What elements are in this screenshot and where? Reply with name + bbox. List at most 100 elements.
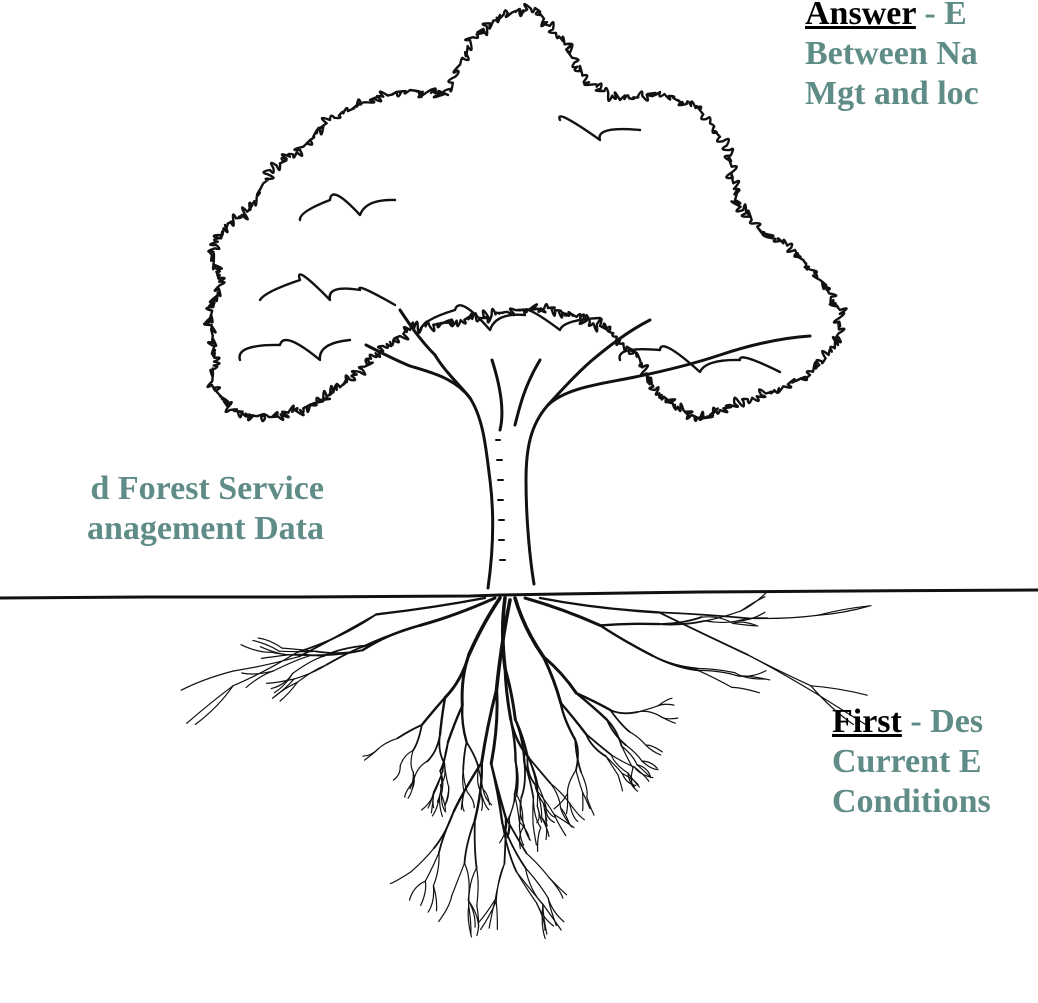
root-segment <box>377 737 399 750</box>
root-segment <box>810 685 854 726</box>
root-segment <box>466 791 475 809</box>
root-segment <box>494 598 512 691</box>
root-segment <box>438 696 447 736</box>
root-segment <box>194 685 234 725</box>
root-segment <box>451 862 466 897</box>
root-segment <box>506 794 516 822</box>
root-segment <box>629 731 647 746</box>
root-segment <box>810 685 868 696</box>
root-segment <box>467 899 480 928</box>
root-segment <box>536 790 543 819</box>
canopy-scribble <box>258 273 397 307</box>
root-segment <box>503 666 513 722</box>
root-segment <box>438 895 453 923</box>
root-segment <box>430 793 435 814</box>
root-segment <box>621 745 634 769</box>
root-segment <box>559 701 577 741</box>
canopy-outline <box>202 2 848 423</box>
root-segment <box>627 772 639 792</box>
root-segment <box>293 664 328 680</box>
root-segment <box>541 655 563 705</box>
root-segment <box>525 852 550 879</box>
root-segment <box>541 817 550 838</box>
root-segment <box>606 718 623 747</box>
root-segment <box>399 749 414 767</box>
root-segment <box>536 790 555 815</box>
root-segment <box>392 765 401 781</box>
root-segment <box>658 611 751 620</box>
root-segment <box>732 621 759 627</box>
root-segment <box>410 749 414 773</box>
root-segment <box>452 761 483 813</box>
root-segment <box>566 769 577 795</box>
root-segment <box>186 685 234 724</box>
root-segment <box>489 687 499 765</box>
root-segment <box>476 867 479 907</box>
root-segment <box>271 678 295 699</box>
root-segment <box>314 649 364 654</box>
root-segment <box>696 667 736 674</box>
tree-canopy <box>202 2 848 423</box>
root-segment <box>609 709 631 733</box>
root-segment <box>565 793 569 815</box>
root-segment <box>617 774 624 792</box>
first-lead-rest: - Des <box>901 703 984 740</box>
root-segment <box>585 733 607 758</box>
root-segment <box>697 669 739 677</box>
root-segment <box>480 900 497 931</box>
first-step-label: First - Des Current E Conditions <box>832 702 991 822</box>
root-segment <box>532 797 534 826</box>
root-segment <box>272 654 312 672</box>
root-segment <box>553 813 575 829</box>
root-segment <box>641 760 658 769</box>
root-segment <box>241 670 275 675</box>
root-segment <box>550 782 562 809</box>
root-segment <box>748 614 818 620</box>
canopy-scribble <box>558 115 642 142</box>
root-segment <box>473 819 478 869</box>
root-segment <box>407 780 415 799</box>
root-segment <box>420 880 427 906</box>
ground-line <box>0 588 1038 600</box>
answer-lead-rest: - E <box>915 0 967 32</box>
root-segment <box>736 670 767 677</box>
root-segment <box>509 718 517 763</box>
root-segment <box>586 796 595 816</box>
root-segment <box>609 709 639 715</box>
root-segment <box>575 691 609 721</box>
canopy-scribble <box>238 338 352 362</box>
root-segment <box>490 762 504 825</box>
root-segment <box>636 764 651 777</box>
root-segment <box>375 596 487 616</box>
root-segment <box>413 760 428 782</box>
first-lead-word: First <box>832 703 902 740</box>
root-segment <box>260 654 289 659</box>
root-segment <box>610 754 629 774</box>
root-segment <box>501 822 518 873</box>
data-sources-label-line-1: d Forest Service <box>90 470 324 507</box>
root-segment <box>523 596 602 627</box>
root-segment <box>446 704 464 744</box>
root-segment <box>468 867 478 907</box>
root-segment <box>621 773 639 786</box>
root-segment <box>559 701 588 736</box>
root-segment <box>524 867 549 899</box>
canopy-scribble <box>618 345 782 374</box>
root-segment <box>439 770 443 797</box>
root-segment <box>438 795 443 817</box>
root-segment <box>180 670 234 691</box>
root-segment <box>426 733 441 763</box>
root-segment <box>468 905 472 936</box>
root-segment <box>621 773 637 787</box>
root-segment <box>473 761 484 822</box>
root-segment <box>630 767 635 788</box>
root-segment <box>732 622 758 627</box>
root-segment <box>232 656 300 672</box>
canopy-scribble <box>418 304 602 332</box>
root-segment <box>482 788 493 806</box>
root-segment <box>516 793 524 821</box>
root-segment <box>526 755 536 785</box>
answer-label-line-3: Mgt and loc <box>805 75 979 112</box>
